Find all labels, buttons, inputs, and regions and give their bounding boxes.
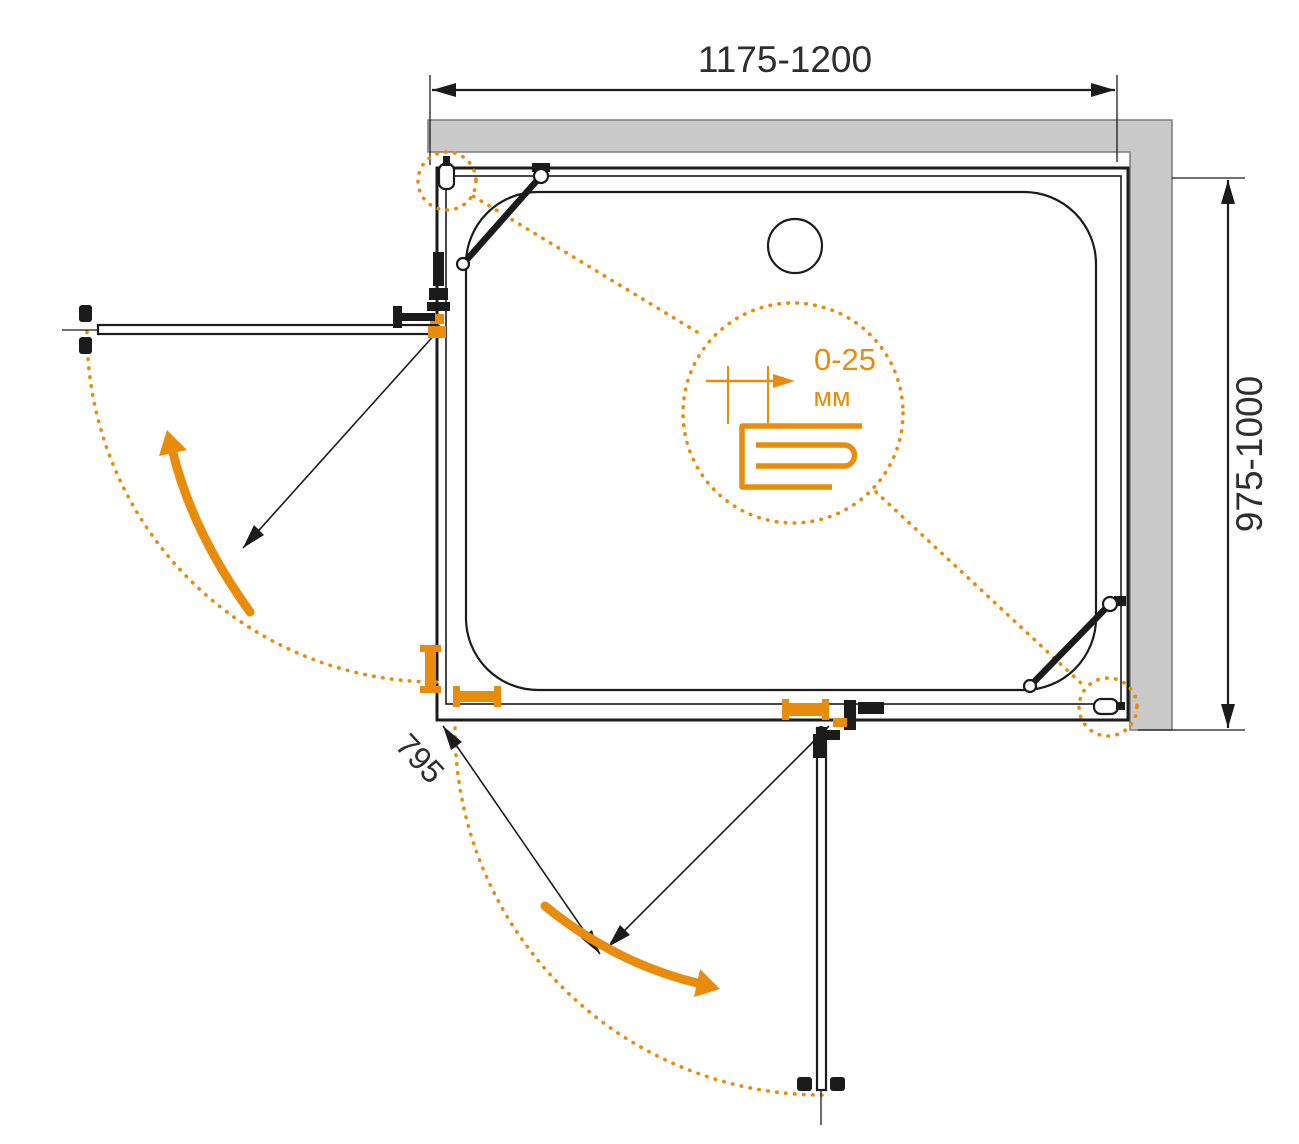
drain: [766, 217, 824, 275]
profile-vertical: [425, 650, 436, 688]
support-bar-pivot: [1101, 595, 1119, 613]
arrowhead-down-icon: [1221, 704, 1235, 728]
hinge-block: [820, 730, 840, 740]
detail-unit-label: мм: [813, 382, 850, 412]
radius-arrowhead-icon: [608, 925, 630, 947]
detail-content: 0-25 мм: [706, 342, 876, 490]
wall-profiles-bottom-left: [420, 645, 501, 707]
support-bar-pivot: [1022, 678, 1038, 694]
detail-range-label: 0-25: [814, 342, 876, 377]
dim-height-label: 975-1000: [1229, 376, 1270, 532]
leader-line-bottom: [874, 490, 1084, 686]
hinge-bracket: [393, 306, 402, 328]
door-swing-radius: [607, 725, 830, 948]
wall-profile-insert: [756, 442, 858, 469]
profile-part: [428, 326, 446, 338]
swing-arrowhead-icon: [159, 430, 187, 456]
arrowhead-icon: [443, 726, 462, 750]
hinge-block: [427, 302, 450, 311]
door-panel: [96, 323, 439, 336]
shower-tray: [464, 190, 1098, 692]
profile-cap: [453, 686, 460, 707]
door-panel: [815, 726, 828, 1092]
door-pivot-arm: [813, 734, 826, 758]
bottom-door: [607, 725, 845, 1125]
support-bar-mount: [1114, 596, 1126, 606]
door-width-label: 795: [389, 727, 452, 791]
support-bar-mount: [532, 163, 550, 172]
hinge-block: [429, 288, 448, 300]
wall: [427, 119, 1173, 731]
profile-part: [833, 718, 847, 727]
hinge-hardware-bottom-right: [782, 595, 1126, 758]
swing-arc-left: [85, 330, 439, 684]
door-handle-knob: [830, 1077, 845, 1091]
arrowhead-up-icon: [1221, 180, 1235, 204]
profile-horizontal: [458, 691, 496, 702]
dimension-line: [442, 725, 601, 955]
wall-anchor-pin: [437, 162, 456, 191]
wall-anchor-pin: [1092, 697, 1120, 716]
leader-line-top: [471, 194, 699, 334]
profile-part: [430, 314, 444, 324]
hinge-bracket: [397, 313, 435, 321]
swing-arrow-curve: [540, 901, 702, 988]
swing-arrow-curve: [168, 448, 255, 617]
support-bar-pivot: [455, 256, 471, 272]
profile-cap: [420, 686, 441, 693]
dimension-height: 975-1000: [1138, 177, 1270, 731]
wall-anchor-notch: [443, 156, 450, 166]
hinge-hardware-top-left: [393, 156, 550, 338]
profile-cap: [494, 686, 501, 707]
dimension-width: 1175-1200: [429, 39, 1118, 165]
left-door: [62, 305, 443, 549]
wall-anchor-notch: [1116, 702, 1125, 710]
swing-arrow-left: [159, 430, 255, 617]
door-handle-knob: [797, 1077, 812, 1091]
swing-arc-bottom: [453, 726, 824, 1097]
detail-arrowhead-icon: [773, 374, 795, 388]
profile-part: [782, 699, 789, 720]
hinge-block: [433, 252, 444, 286]
support-bar-pivot: [532, 167, 550, 185]
hinge-callout-circle-bottom: [1077, 676, 1139, 738]
dim-width-label: 1175-1200: [698, 39, 872, 80]
swing-arrow-bottom: [540, 901, 720, 997]
radius-arrowhead-icon: [243, 525, 264, 548]
wall-profile-channel: [739, 423, 862, 490]
hinge-block: [858, 702, 884, 714]
support-bar: [459, 172, 545, 268]
detail-references: [416, 150, 1139, 738]
glass-panel-outline: [445, 175, 1122, 705]
arrowhead-left-icon: [432, 83, 456, 97]
support-bar: [1026, 600, 1114, 690]
door-handle-knob: [79, 337, 92, 354]
door-swing-radius: [242, 331, 438, 549]
door-handle-knob: [79, 305, 92, 322]
hinge-callout-circle-top: [416, 150, 478, 212]
arrowhead-right-icon: [1091, 83, 1115, 97]
profile-part: [822, 699, 829, 720]
profile-cap: [420, 645, 441, 652]
swing-arrowhead-icon: [694, 969, 720, 997]
profile-part: [786, 703, 824, 716]
detail-circle: [681, 301, 905, 525]
